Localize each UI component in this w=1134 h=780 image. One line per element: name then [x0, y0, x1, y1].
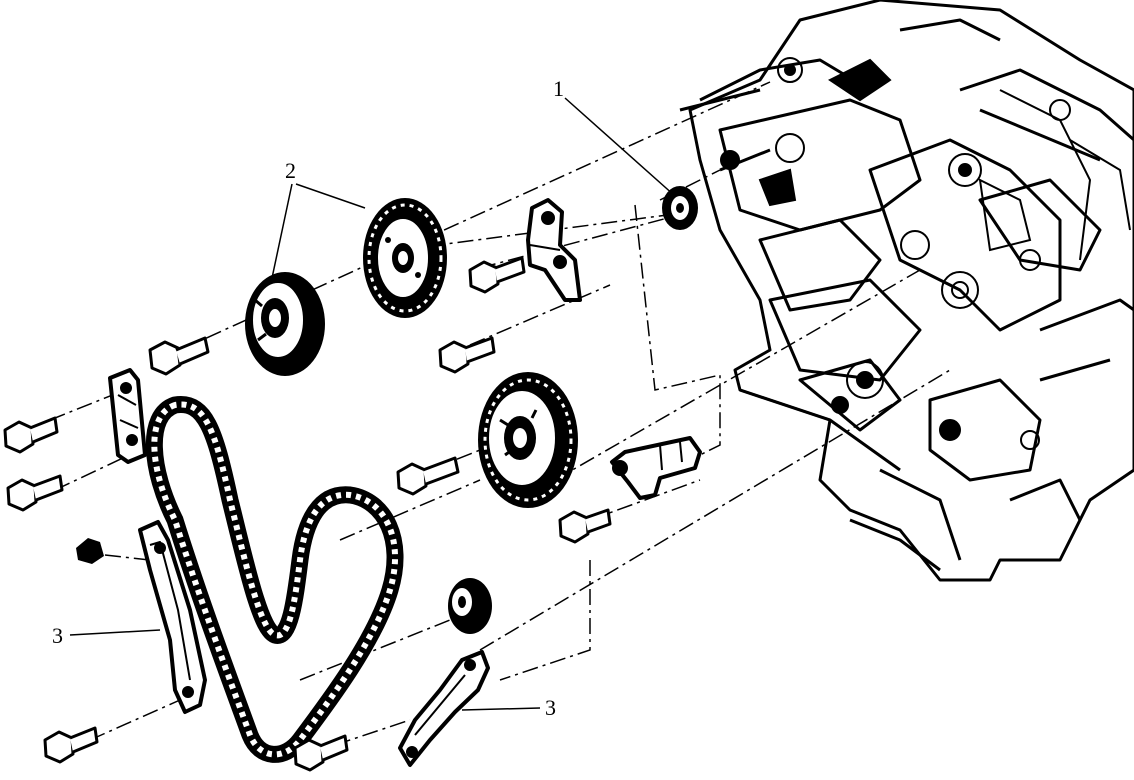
chain-guide-right	[398, 650, 490, 767]
crankshaft-sprocket	[478, 372, 578, 508]
timing-chain	[145, 396, 404, 763]
bolt-pulley	[148, 336, 210, 376]
bolt-bracket-upper	[468, 256, 526, 294]
oil-seal	[662, 186, 698, 230]
bolts	[3, 256, 612, 772]
crank-small-gear	[448, 578, 492, 634]
bolt-bracket-lower	[438, 336, 496, 374]
leader-lines	[69, 97, 676, 711]
callout-3-left: 3	[52, 623, 63, 648]
leader-3a	[69, 629, 161, 636]
bolt-left-guide	[43, 726, 99, 764]
dowel-piece	[76, 538, 104, 564]
callout-2: 2	[285, 158, 296, 183]
bolt-crank-sprocket	[396, 456, 460, 496]
chain-tensioner	[610, 436, 702, 500]
leader-3b	[461, 707, 541, 711]
camshaft-sprocket	[363, 198, 447, 318]
bolt-right-guide	[293, 734, 349, 772]
camshaft-pulley	[245, 272, 325, 376]
callout-1: 1	[553, 76, 564, 101]
callout-3-right: 3	[545, 695, 556, 720]
small-chain-guide	[108, 368, 147, 464]
tensioner-bracket	[526, 198, 582, 302]
leader-2b	[271, 183, 293, 279]
bolt-tensioner	[558, 508, 612, 544]
chain-guide-left	[138, 520, 207, 714]
bolt-guide-upper	[3, 416, 59, 454]
leader-1	[564, 97, 676, 197]
leader-2a	[295, 183, 366, 209]
engine-block	[679, 0, 1134, 582]
engine-block-details	[720, 57, 1131, 450]
bolt-guide-lower	[6, 474, 64, 512]
